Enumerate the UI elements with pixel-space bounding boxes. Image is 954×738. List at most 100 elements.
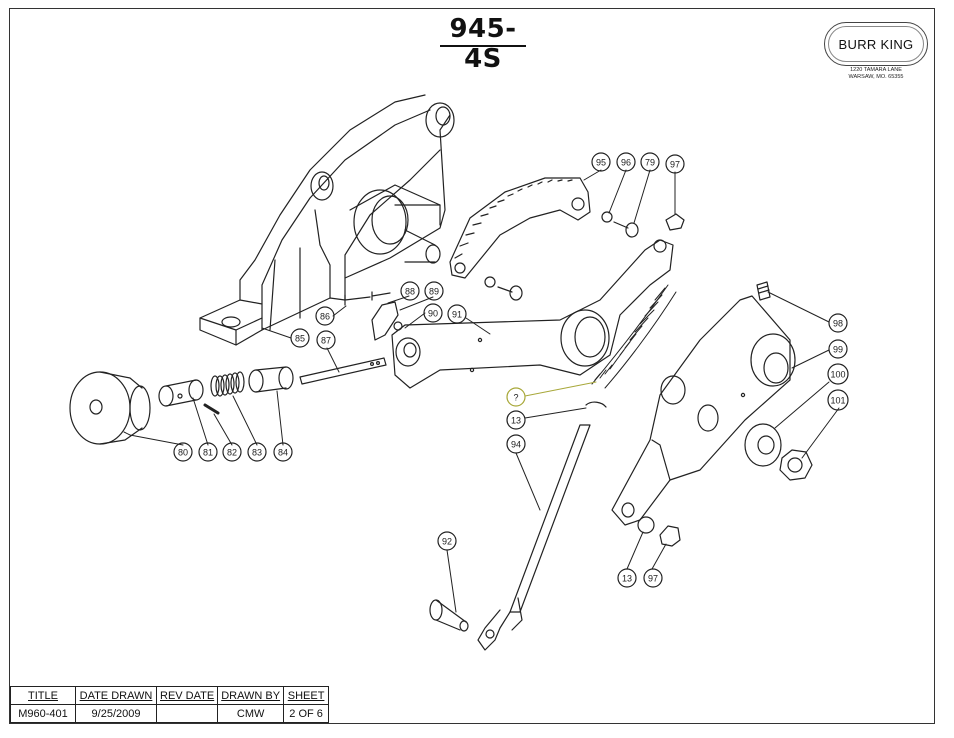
- title-block-header-row: TITLE DATE DRAWN REV DATE DRAWN BY SHEET: [10, 686, 330, 705]
- svg-text:94: 94: [511, 440, 521, 450]
- title-block-value-row: M960-401 9/25/2009 CMW 2 OF 6: [10, 704, 330, 723]
- part-89-latch: [371, 301, 403, 341]
- svg-text:99: 99: [833, 345, 843, 355]
- part-79-bolt: [613, 221, 639, 238]
- drawing-title: 945-4S: [449, 14, 517, 74]
- svg-text:79: 79: [645, 158, 655, 168]
- balloon-84: 84: [273, 442, 293, 462]
- balloon-92: 92: [437, 531, 457, 551]
- svg-text:95: 95: [596, 158, 606, 168]
- balloon-96: 96: [616, 152, 636, 172]
- title-underline: [440, 45, 526, 47]
- address-line-2: WARSAW, MO. 65355: [848, 74, 904, 80]
- balloon-100: 100: [827, 363, 849, 385]
- part-82-pin: [203, 403, 220, 415]
- header-drawn-by: DRAWN BY: [217, 686, 285, 705]
- svg-text:85: 85: [295, 334, 305, 344]
- balloon-86: 86: [315, 306, 335, 326]
- balloon-81: 81: [198, 442, 218, 462]
- balloon-88: 88: [400, 281, 420, 301]
- part-13-clip: [585, 401, 607, 408]
- part-94-pull-rod: [477, 424, 591, 651]
- part-84-sleeve: [248, 366, 294, 393]
- svg-text:97: 97: [670, 160, 680, 170]
- part-96-washer: [601, 211, 613, 223]
- svg-text:88: 88: [405, 287, 415, 297]
- balloon-82: 82: [222, 442, 242, 462]
- part-99-pivot-bracket: [611, 295, 796, 526]
- balloon-unknown: ?: [506, 387, 526, 407]
- balloon-99: 99: [828, 339, 848, 359]
- value-drawn-by: CMW: [217, 704, 285, 723]
- value-rev-date: [155, 704, 219, 723]
- balloon-83: 83: [247, 442, 267, 462]
- svg-text:81: 81: [203, 448, 213, 458]
- part-88-screw: [371, 291, 391, 301]
- header-rev-date: REV DATE: [155, 686, 219, 705]
- part-86-screw: [344, 294, 371, 306]
- balloon-94: 94: [506, 434, 526, 454]
- value-title: M960-401: [10, 704, 76, 723]
- company-address: 1220 TAMARA LANE WARSAW, MO. 65355: [826, 67, 926, 81]
- part-91-lever-arm: [391, 239, 674, 389]
- value-date-drawn: 9/25/2009: [75, 704, 157, 723]
- leader-lines: [123, 169, 840, 613]
- gear-spring-coil: [591, 284, 677, 389]
- header-title: TITLE: [10, 686, 76, 705]
- balloon-13: 13: [506, 410, 526, 430]
- part-83-spring: [210, 371, 245, 397]
- part-97-nut-lower: [659, 525, 681, 547]
- washer: [484, 276, 496, 288]
- title-block: TITLE DATE DRAWN REV DATE DRAWN BY SHEET…: [10, 686, 330, 723]
- svg-text:101: 101: [830, 396, 845, 406]
- svg-text:100: 100: [830, 370, 845, 380]
- balloon-87: 87: [316, 330, 336, 350]
- svg-text:84: 84: [278, 448, 288, 458]
- balloon-89: 89: [424, 281, 444, 301]
- svg-text:98: 98: [833, 319, 843, 329]
- svg-text:96: 96: [621, 158, 631, 168]
- svg-text:97: 97: [648, 574, 658, 584]
- part-98-set-screw: [756, 281, 771, 301]
- balloon-90: 90: [423, 303, 443, 323]
- header-sheet: SHEET: [283, 686, 330, 705]
- header-date-drawn: DATE DRAWN: [75, 686, 157, 705]
- part-100-washer: [744, 423, 782, 467]
- svg-text:91: 91: [452, 310, 462, 320]
- balloon-85: 85: [290, 328, 310, 348]
- svg-text:86: 86: [320, 312, 330, 322]
- svg-text:13: 13: [622, 574, 632, 584]
- part-92-clevis-pin: [429, 599, 469, 632]
- svg-text:13: 13: [511, 416, 521, 426]
- part-13-washer: [637, 516, 655, 534]
- address-line-1: 1220 TAMARA LANE: [850, 67, 902, 73]
- svg-text:92: 92: [442, 537, 452, 547]
- part-95-sector-gear: [449, 177, 591, 279]
- value-sheet: 2 OF 6: [283, 704, 330, 723]
- balloon-13-lower: 13: [617, 568, 637, 588]
- svg-text:82: 82: [227, 448, 237, 458]
- part-81-collar: [158, 379, 204, 407]
- pivot-bolt: [497, 285, 523, 301]
- balloon-80: 80: [173, 442, 193, 462]
- svg-text:?: ?: [513, 393, 518, 403]
- svg-text:89: 89: [429, 287, 439, 297]
- balloon-98: 98: [828, 313, 848, 333]
- part-101-nut: [779, 449, 813, 481]
- balloon-97: 97: [665, 154, 685, 174]
- part-80-knob: [69, 371, 151, 445]
- balloon-79: 79: [640, 152, 660, 172]
- logo-text: BURR KING: [838, 36, 914, 52]
- part-87-link-rod: [299, 357, 387, 385]
- svg-text:83: 83: [252, 448, 262, 458]
- drawing-border: [9, 8, 935, 724]
- part-85-bracket: [199, 94, 455, 346]
- balloon-91: 91: [447, 304, 467, 324]
- balloon-97-lower: 97: [643, 568, 663, 588]
- balloon-101: 101: [827, 389, 849, 411]
- balloon-95: 95: [591, 152, 611, 172]
- svg-text:90: 90: [428, 309, 438, 319]
- burr-king-logo: BURR KING: [824, 22, 928, 66]
- svg-text:80: 80: [178, 448, 188, 458]
